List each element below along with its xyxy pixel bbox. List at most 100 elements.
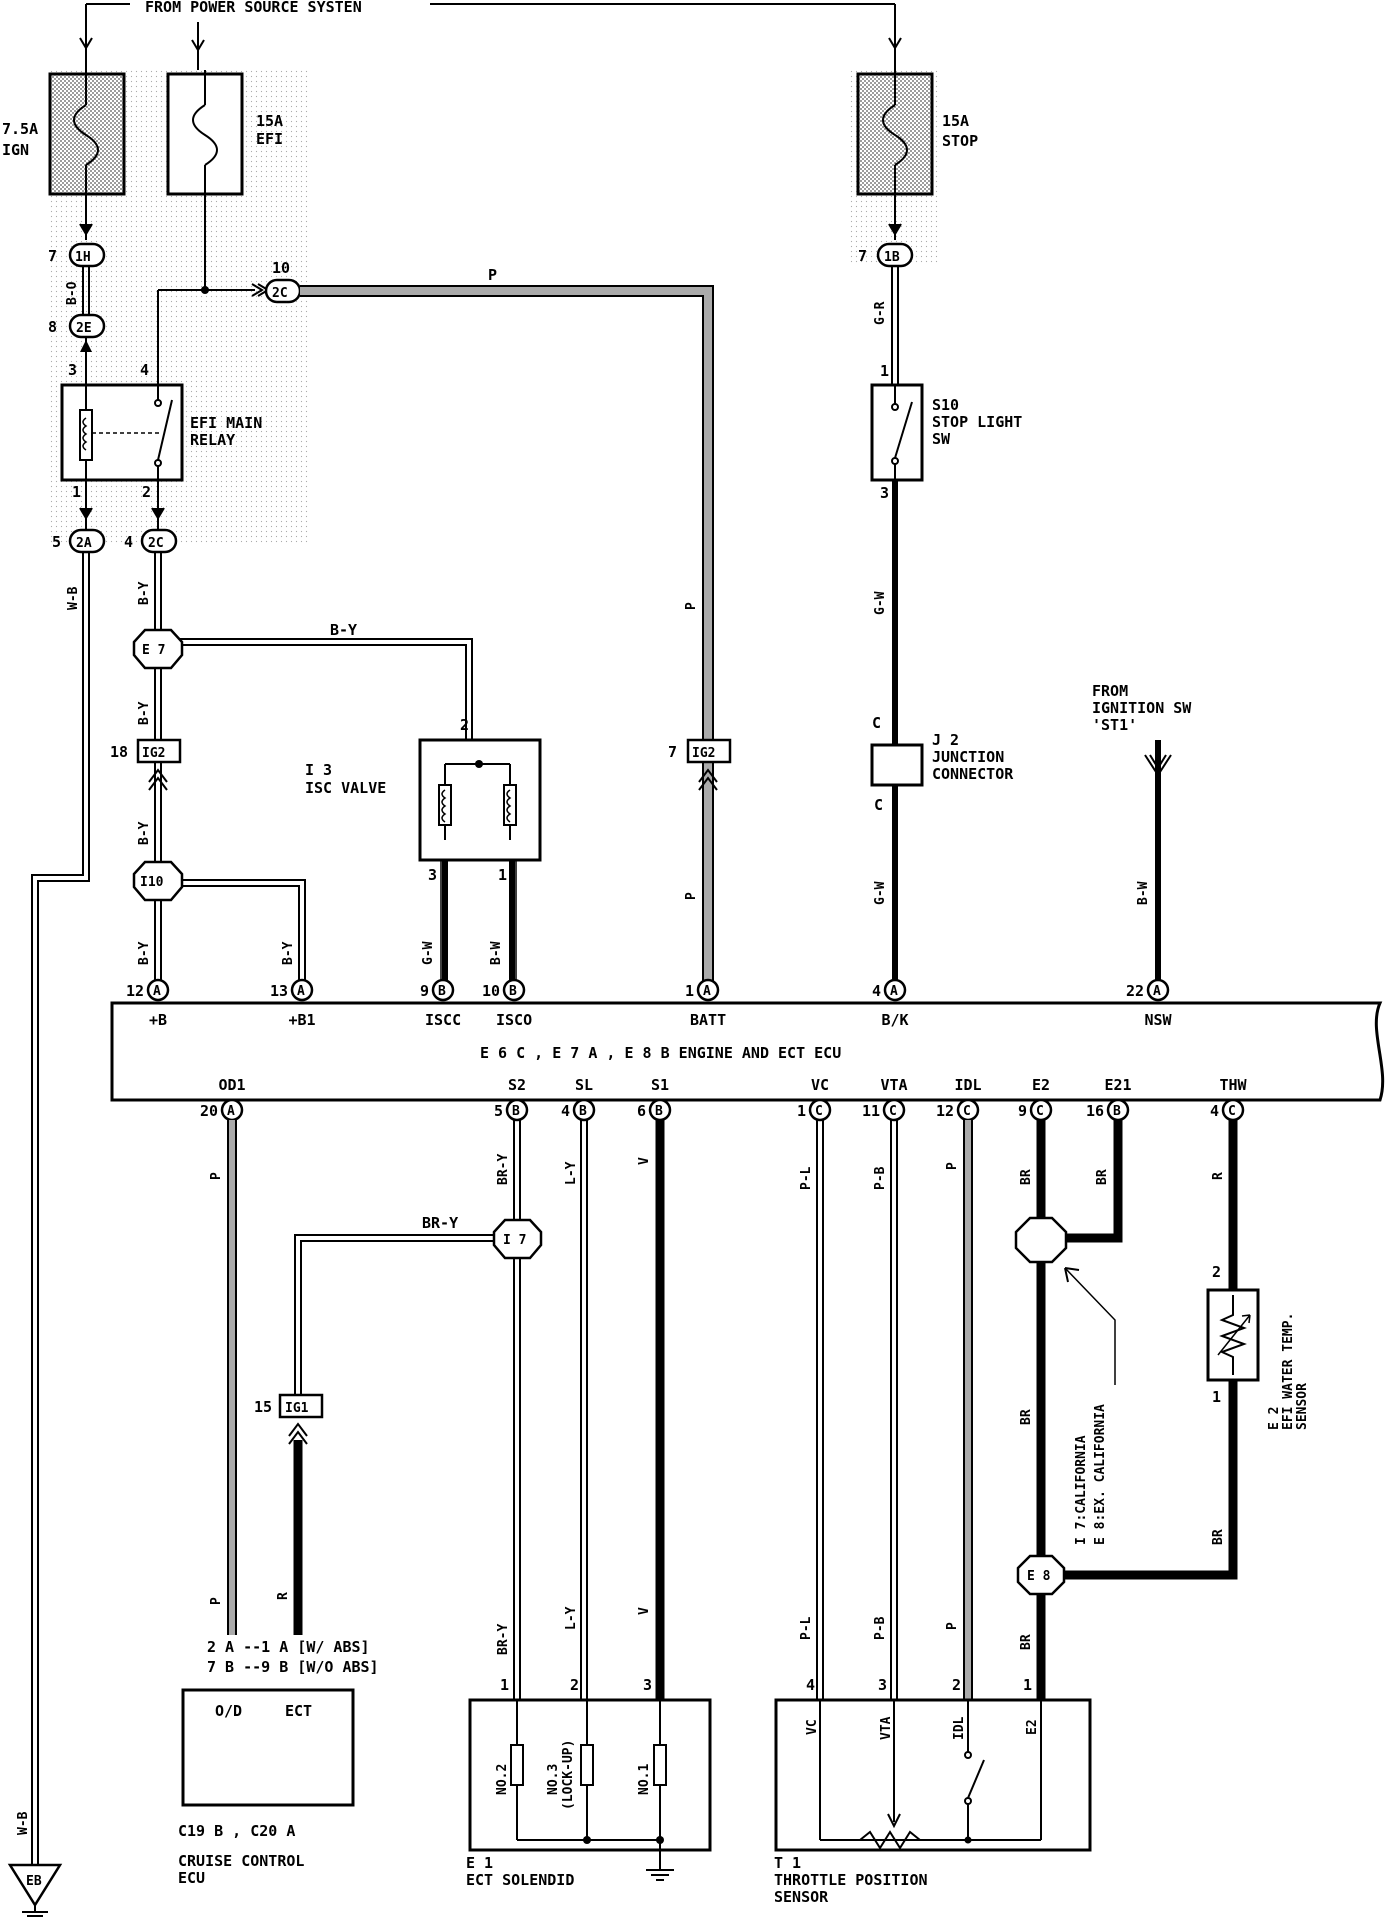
ecu-bottom-pin-num: 4 — [561, 1102, 570, 1120]
wire-p-idl-label1: P — [945, 1162, 960, 1170]
ecu-bottom-pin-conn: C — [1036, 1104, 1044, 1119]
isc-pin3: 3 — [428, 866, 437, 884]
ecu-top-pin-num: 22 — [1126, 982, 1144, 1000]
junction-name: JUNCTION — [932, 748, 1004, 766]
ecu-top-pin-conn: B — [509, 984, 517, 999]
wire-by-label-6: B-Y — [330, 621, 357, 639]
arrow-ig1 — [288, 1422, 308, 1445]
water-sensor-name2: SENSOR — [1295, 1383, 1310, 1430]
ect-no3-lockup: (LOCK-UP) — [561, 1740, 576, 1810]
ecu-top-pin-conn: B — [438, 984, 446, 999]
wire-bo-label: B-O — [65, 281, 80, 305]
wire-pl-label1: P-L — [799, 1166, 814, 1190]
connector-2c-top-pin: 10 — [272, 259, 290, 277]
efi-main-relay — [60, 383, 184, 482]
ecu-top-pin-num: 4 — [872, 982, 881, 1000]
isc-valve — [418, 738, 542, 862]
wire-pb — [890, 1120, 898, 1700]
wire-by-label-2: B-Y — [137, 701, 152, 725]
wire-by-label-5: B-Y — [281, 941, 296, 965]
arrow-ig2-left — [148, 768, 168, 791]
connector-1b-pin: 7 — [858, 247, 867, 265]
tps-name2: SENSOR — [774, 1888, 829, 1906]
ecu-top-pin-name: BATT — [690, 1011, 726, 1029]
ect-no1: NO.1 — [637, 1764, 652, 1795]
isc-pin2: 2 — [460, 716, 469, 734]
ecu-top-pin-circle — [431, 978, 455, 1002]
wire-r-thw-label: R — [1211, 1172, 1226, 1180]
splice-note-arrow — [1064, 1267, 1116, 1385]
ecu-top-pin-circle — [883, 978, 907, 1002]
cruise-control-ecu — [181, 1688, 355, 1807]
ecu-bottom-pin-name: S2 — [508, 1076, 526, 1094]
ecu-bottom-pin-conn: C — [963, 1104, 971, 1119]
ecu-bottom-pin-name: E2 — [1032, 1076, 1050, 1094]
wire-pl-label2: P-L — [799, 1616, 814, 1640]
arrow-ig2-right — [698, 768, 718, 791]
tps-idl: IDL — [952, 1716, 967, 1740]
power-source-line — [79, 3, 902, 70]
wire-gw-isc-label: G-W — [421, 941, 436, 965]
ecu-top-pin-conn: A — [703, 984, 711, 999]
ecu-body — [110, 1001, 1385, 1102]
wire-ly-label1: L-Y — [564, 1161, 579, 1185]
connector-1h-pin: 7 — [48, 247, 57, 265]
wire-p-label-low: P — [684, 892, 699, 900]
junction-pin-bottom: C — [874, 796, 883, 814]
connector-ig2-right-pin: 7 — [668, 743, 677, 761]
connector-1b — [876, 223, 914, 268]
wire-v-label1: V — [637, 1157, 652, 1165]
ecu-bottom-pin-num: 11 — [862, 1102, 880, 1120]
junction-id: J 2 — [932, 731, 959, 749]
ecu-top-pin-conn: A — [890, 984, 898, 999]
wire-bw-isc-label: B-W — [489, 941, 504, 965]
wire-gw-stop-label1: G-W — [873, 591, 888, 615]
wire-pb-label2: P-B — [873, 1616, 888, 1640]
ecu-top-pin-name: B/K — [882, 1011, 909, 1029]
ecu-top-pins: A12+BA13+B1B9ISCCB10ISCOA1BATTA4B/KA22NS… — [126, 978, 1173, 1029]
cruise-ect: ECT — [285, 1702, 312, 1720]
splice-note-1: I 7:CALIFORNIA — [1074, 1435, 1089, 1545]
water-sensor-pin2: 2 — [1212, 1263, 1221, 1281]
isc-id: I 3 — [305, 761, 332, 779]
junction-name2: CONNECTOR — [932, 765, 1014, 783]
ecu-top-pin-circle — [290, 978, 314, 1002]
cruise-od: O/D — [215, 1702, 242, 1720]
wire-gr-label: G-R — [873, 301, 888, 325]
ecu-top-pin-num: 13 — [270, 982, 288, 1000]
wire-gr — [891, 266, 899, 385]
wire-iscc-isco — [440, 860, 517, 990]
connector-2e-id: 2E — [76, 321, 92, 336]
connector-2c — [140, 528, 178, 554]
ecu-bottom-pin-num: 1 — [797, 1102, 806, 1120]
wire-by-label-4: B-Y — [137, 941, 152, 965]
ecu-top-pin-num: 9 — [420, 982, 429, 1000]
ecu-bottom-pin-conn: B — [655, 1104, 663, 1119]
connector-2c-pin: 4 — [124, 533, 133, 551]
cruise-pins-row1: 2 A --1 A [W/ ABS] — [207, 1638, 370, 1656]
ecu-bottom-pin-name: E21 — [1105, 1076, 1132, 1094]
ecu-bottom-pin-num: 20 — [200, 1102, 218, 1120]
fuse-ign-name: IGN — [2, 141, 29, 159]
wire-bw-nsw-label: B-W — [1136, 881, 1151, 905]
tps-pin3: 3 — [878, 1676, 887, 1694]
splice-i7-label: I 7 — [503, 1233, 526, 1248]
ecu-bottom-pin-num: 16 — [1086, 1102, 1104, 1120]
wire-bry-label2: BR-Y — [496, 1624, 511, 1655]
stop-switch-sw: SW — [932, 430, 951, 448]
splice-e8-label: E 8 — [1027, 1569, 1051, 1584]
wire-br — [1036, 1120, 1238, 1700]
ecu-top-pin-name: NSW — [1145, 1011, 1173, 1029]
ecu-bottom-pin-num: 6 — [637, 1102, 646, 1120]
ecu-bottom-pin-name: IDL — [955, 1076, 982, 1094]
wire-bry-label3: BR-Y — [422, 1214, 458, 1232]
ecu-bottom-pin-circle — [882, 1098, 906, 1122]
ecu-bottom-pin-num: 9 — [1018, 1102, 1027, 1120]
wire-v-label2: V — [637, 1607, 652, 1615]
ecu-top-pin-num: 1 — [685, 982, 694, 1000]
wire-p-outline — [300, 285, 714, 990]
ecu-top-pin-conn: A — [297, 984, 305, 999]
wire-bw-nsw — [1144, 740, 1172, 990]
